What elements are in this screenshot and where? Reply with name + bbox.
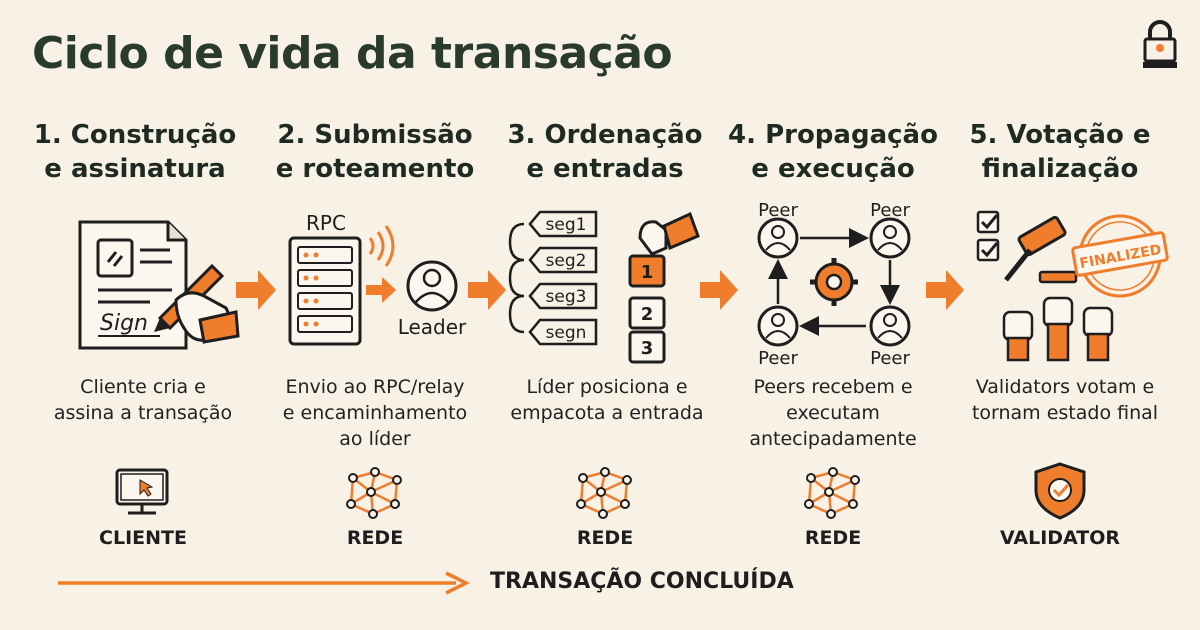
step-4-description: Peers recebem e executam antecipadamente xyxy=(718,374,948,452)
segment-label-2: seg2 xyxy=(546,251,587,271)
arrow-3-icon xyxy=(700,270,738,310)
segment-label-1: seg1 xyxy=(546,215,587,235)
gavel-icon xyxy=(1004,215,1078,284)
footer-label: TRANSAÇÃO CONCLUÍDA xyxy=(490,569,794,594)
peer-label-2: Peer xyxy=(870,200,910,221)
slot-blocks xyxy=(628,254,666,364)
raised-fists-icon xyxy=(1002,296,1114,362)
network-icon-step-3 xyxy=(575,466,633,520)
step-5-title-line2: finalização xyxy=(981,154,1139,184)
step-3-title: 3. Ordenação e entradas xyxy=(490,118,720,186)
arrow-4-icon xyxy=(926,270,964,310)
network-icon-step-4 xyxy=(803,466,861,520)
step-2-desc-line2: e encaminhamento xyxy=(282,402,468,424)
segment-tags xyxy=(508,210,598,346)
finalized-stamp-icon xyxy=(1071,214,1169,298)
step-2-title-line1: 2. Submissão xyxy=(277,120,473,150)
arrow-2-icon xyxy=(468,270,506,310)
step-5-desc-line2: tornam estado final xyxy=(971,402,1159,424)
step-1-title-line1: 1. Construção xyxy=(33,120,237,150)
lock-logo-icon xyxy=(1143,20,1177,68)
step-5-title-line1: 5. Votação e xyxy=(969,120,1151,150)
step-5-desc-line1: Validators votam e xyxy=(975,376,1155,398)
step-3-desc-line2: empacota a entrada xyxy=(510,402,704,424)
step-2-title-line2: e roteamento xyxy=(275,154,475,184)
placing-hand-icon xyxy=(638,211,700,256)
checklist-icon xyxy=(976,210,1000,262)
peer-label-1: Peer xyxy=(758,200,798,221)
slot-number-2: 2 xyxy=(641,304,654,325)
monitor-icon xyxy=(115,468,169,515)
leader-label: Leader xyxy=(398,315,467,339)
route-arrow-icon xyxy=(366,277,396,303)
step-1-title: 1. Construção e assinatura xyxy=(20,118,250,186)
step-4-desc-line2: executam xyxy=(786,402,880,424)
leader-avatar-icon xyxy=(406,260,458,312)
segment-label-n: segn xyxy=(546,323,587,343)
role-label-rede-3: REDE xyxy=(804,527,862,549)
network-icon-step-2 xyxy=(346,467,402,519)
peer-label-3: Peer xyxy=(758,348,798,369)
step-1-desc-line2: assina a transação xyxy=(53,402,233,424)
shield-check-icon xyxy=(1034,462,1086,520)
pen-hand-icon xyxy=(154,263,240,344)
peer-label-4: Peer xyxy=(870,348,910,369)
page-title: Ciclo de vida da transação xyxy=(32,28,673,79)
role-label-rede-2: REDE xyxy=(576,527,634,549)
segment-label-3: seg3 xyxy=(546,287,587,307)
step-3-description: Líder posiciona e empacota a entrada xyxy=(492,374,722,426)
rpc-label: RPC xyxy=(306,211,346,235)
step-2-desc-line3: ao líder xyxy=(339,428,411,450)
step-4-title: 4. Propagação e execução xyxy=(718,118,948,186)
slot-number-1: 1 xyxy=(641,262,654,283)
peer-avatar-bottom-right xyxy=(869,305,911,347)
slot-number-3: 3 xyxy=(641,338,654,359)
arrow-1-icon xyxy=(236,270,276,310)
step-2-desc-line1: Envio ao RPC/relay xyxy=(285,376,465,398)
step-1-title-line2: e assinatura xyxy=(44,154,226,184)
footer-arrow-icon xyxy=(58,571,470,595)
step-1-description: Cliente cria e assina a transação xyxy=(28,374,258,426)
role-label-validator: VALIDATOR xyxy=(999,527,1121,549)
signature-text: Sign xyxy=(100,311,148,336)
step-4-desc-line1: Peers recebem e xyxy=(753,376,913,398)
gear-icon xyxy=(810,258,858,306)
step-1-desc-line1: Cliente cria e xyxy=(80,376,206,398)
step-5-description: Validators votam e tornam estado final xyxy=(950,374,1180,426)
step-4-title-line1: 4. Propagação xyxy=(728,120,938,150)
signal-waves-icon xyxy=(368,225,395,267)
step-4-title-line2: e execução xyxy=(751,154,915,184)
step-2-title: 2. Submissão e roteamento xyxy=(260,118,490,186)
step-2-description: Envio ao RPC/relay e encaminhamento ao l… xyxy=(260,374,490,452)
role-label-rede-1: REDE xyxy=(346,527,404,549)
step-3-title-line2: e entradas xyxy=(526,154,684,184)
step-4-desc-line3: antecipadamente xyxy=(749,428,917,450)
step-5-title: 5. Votação e finalização xyxy=(945,118,1175,186)
peer-arrows xyxy=(768,228,900,336)
peer-avatar-bottom-left xyxy=(757,305,799,347)
step-3-title-line1: 3. Ordenação xyxy=(507,120,703,150)
step-3-desc-line1: Líder posiciona e xyxy=(526,376,688,398)
rpc-server-icon xyxy=(288,236,362,346)
peer-avatar-top-right xyxy=(869,217,911,259)
peer-avatar-top-left xyxy=(757,217,799,259)
role-label-cliente: CLIENTE xyxy=(99,527,187,549)
